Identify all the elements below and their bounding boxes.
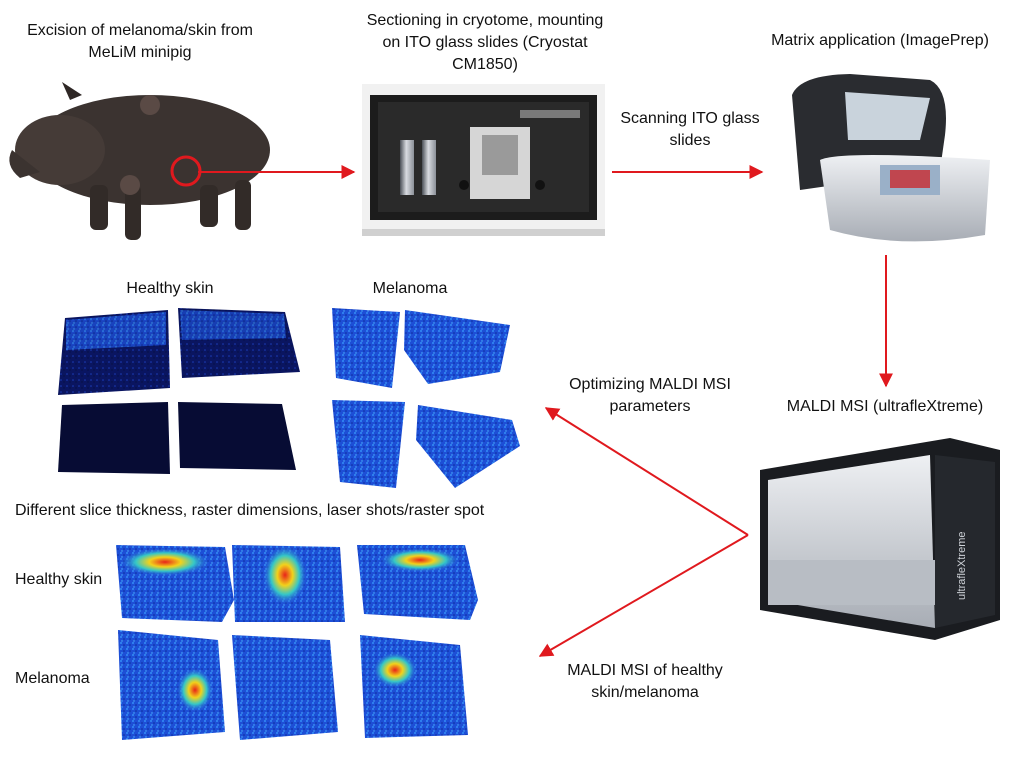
healthy-skin-heatmaps	[58, 308, 300, 474]
step-sectioning-label: Sectioning in cryotome, mounting on ITO …	[366, 12, 604, 73]
melanoma-title: Melanoma	[372, 280, 448, 297]
pig-photo	[9, 82, 270, 240]
svg-text:ultrafleXtreme: ultrafleXtreme	[956, 532, 968, 600]
bottom-melanoma-heatmaps	[118, 630, 468, 740]
cryostat-photo	[362, 84, 605, 236]
bottom-panel-caption: Different slice thickness, raster dimens…	[15, 502, 485, 519]
row-label-healthy: Healthy skin	[15, 571, 103, 588]
step-optimizing-label: Optimizing MALDI MSI parameters	[569, 376, 731, 415]
arrow-maldi-to-optimizing	[544, 407, 749, 536]
ultraflextreme-photo: ultrafleXtreme	[760, 438, 1000, 640]
step-excision-label: Excision of melanoma/skin from MeLiM min…	[27, 22, 253, 61]
healthy-skin-title: Healthy skin	[126, 280, 214, 297]
step-matrix-label: Matrix application (ImagePrep)	[771, 32, 989, 49]
row-label-melanoma: Melanoma	[15, 670, 90, 687]
imageprep-photo	[792, 74, 990, 242]
arrow-maldi-to-results	[538, 534, 749, 657]
melanoma-heatmaps	[332, 308, 520, 488]
step-maldi-skin-label: MALDI MSI of healthy skin/melanoma	[567, 662, 723, 701]
step-scanning-label: Scanning ITO glass slides	[620, 110, 760, 149]
step-maldi-label: MALDI MSI (ultrafleXtreme)	[786, 398, 984, 415]
workflow-arrows	[198, 165, 893, 657]
bottom-healthy-heatmaps	[116, 545, 478, 622]
